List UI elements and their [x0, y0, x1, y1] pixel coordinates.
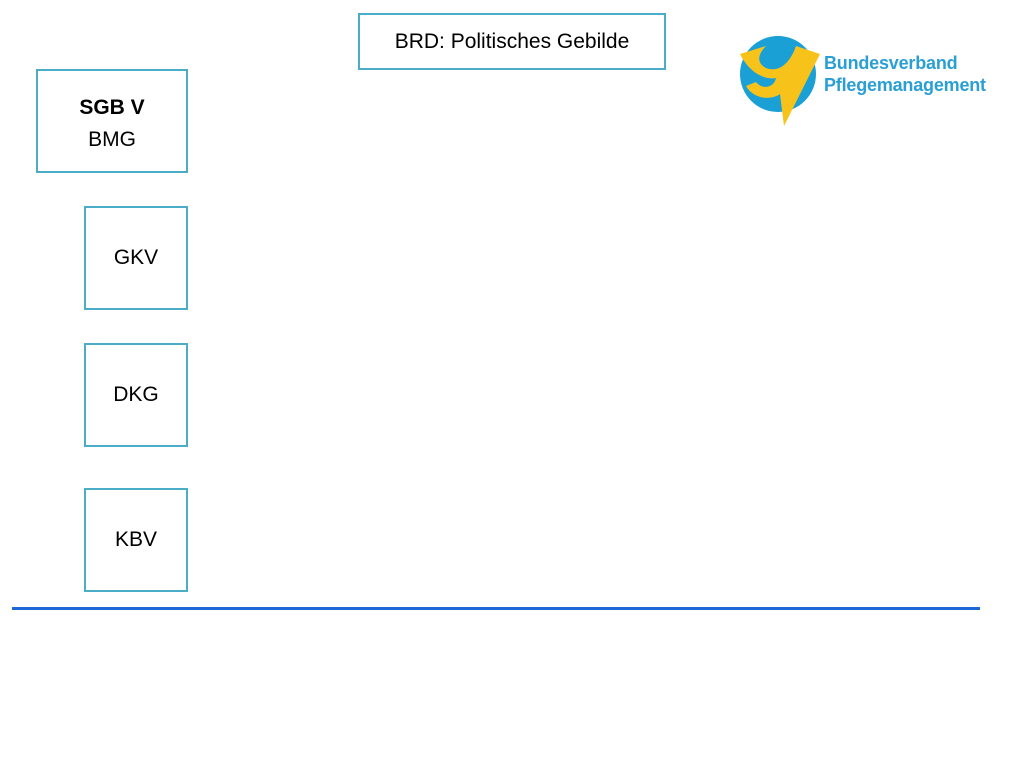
sgb-v-box: SGB V BMG	[36, 69, 188, 173]
kbv-box: KBV	[84, 488, 188, 592]
logo-line-1: Bundesverband	[824, 53, 958, 73]
gkv-label: GKV	[113, 246, 159, 269]
logo-line-2: Pflegemanagement	[824, 75, 986, 95]
gkv-box: GKV	[84, 206, 188, 310]
ministry-label: BMG	[88, 127, 136, 151]
bundesverband-pflegemanagement-logo-icon	[740, 36, 820, 126]
diagram-title-box: BRD: Politisches Gebilde	[358, 13, 666, 70]
sgb-law-label: SGB V	[79, 96, 145, 119]
logo-wordmark: Bundesverband Pflegemanagement	[824, 52, 986, 96]
divider-line	[12, 607, 980, 610]
dkg-label: DKG	[113, 383, 159, 406]
dkg-box: DKG	[84, 343, 188, 447]
organization-logo: Bundesverband Pflegemanagement	[736, 34, 996, 130]
diagram-title: BRD: Politisches Gebilde	[394, 29, 630, 53]
kbv-label: KBV	[114, 528, 158, 551]
